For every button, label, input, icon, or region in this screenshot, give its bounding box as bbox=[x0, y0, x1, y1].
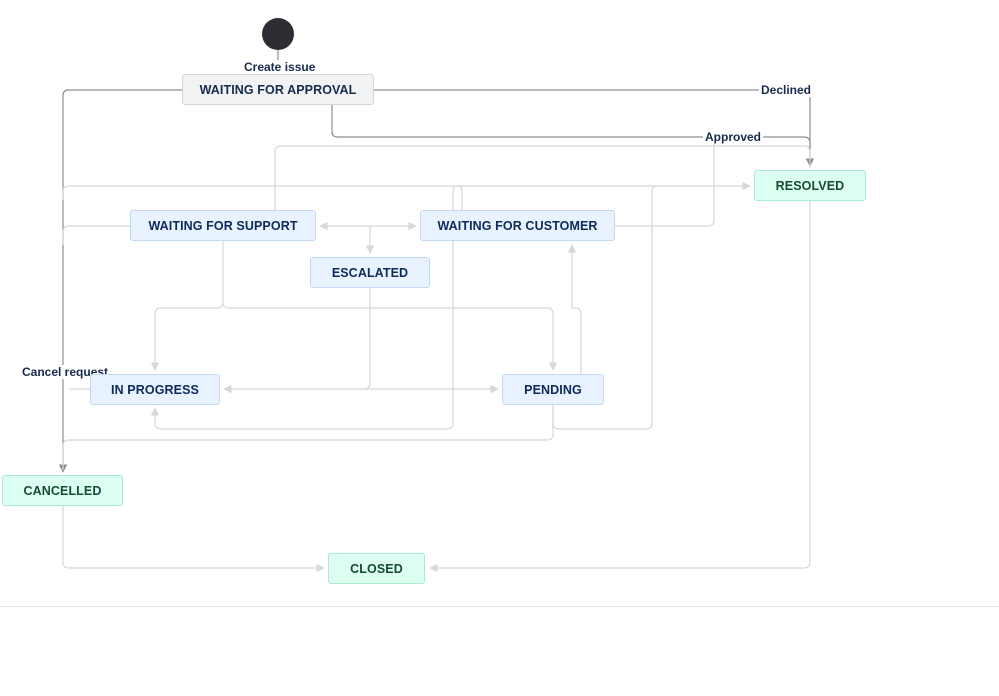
start-node[interactable] bbox=[262, 18, 294, 50]
transition-label-approved[interactable]: Approved bbox=[703, 130, 764, 144]
status-pending[interactable]: PENDING bbox=[502, 374, 604, 405]
status-waiting-for-customer[interactable]: WAITING FOR CUSTOMER bbox=[420, 210, 615, 241]
status-in-progress[interactable]: IN PROGRESS bbox=[90, 374, 220, 405]
transition-label-declined[interactable]: Declined bbox=[759, 83, 814, 97]
edge-escalated-down bbox=[363, 288, 371, 390]
bottom-divider bbox=[0, 606, 999, 607]
edge-support-to-inprogress bbox=[150, 301, 224, 371]
edge-support-down bbox=[222, 241, 558, 371]
edge-global-to-resolved bbox=[62, 181, 751, 200]
edge-resolved-to-closed bbox=[429, 201, 811, 573]
edge-pending-to-resolved bbox=[552, 185, 659, 430]
edge-customer-to-resolved bbox=[614, 140, 715, 227]
edge-cancelled-to-closed bbox=[62, 506, 325, 573]
edge-pending-to-customer bbox=[567, 244, 582, 374]
status-waiting-for-approval[interactable]: WAITING FOR APPROVAL bbox=[182, 74, 374, 105]
edge-support-to-resolved-top bbox=[274, 145, 811, 210]
edge-approved bbox=[331, 105, 811, 150]
edge-pending-to-cancelled bbox=[62, 404, 554, 470]
edge-cancel-request bbox=[58, 89, 182, 473]
status-closed[interactable]: CLOSED bbox=[328, 553, 425, 584]
status-waiting-for-support[interactable]: WAITING FOR SUPPORT bbox=[130, 210, 316, 241]
status-cancelled[interactable]: CANCELLED bbox=[2, 475, 123, 506]
transition-label-cancel-request[interactable]: Cancel request bbox=[20, 365, 111, 379]
edge-declined bbox=[374, 89, 815, 167]
edge-customer-loop-to-inprogress bbox=[150, 185, 463, 430]
edge-support-left bbox=[62, 225, 130, 245]
transition-label-create-issue[interactable]: Create issue bbox=[242, 60, 318, 74]
status-resolved[interactable]: RESOLVED bbox=[754, 170, 866, 201]
status-escalated[interactable]: ESCALATED bbox=[310, 257, 430, 288]
